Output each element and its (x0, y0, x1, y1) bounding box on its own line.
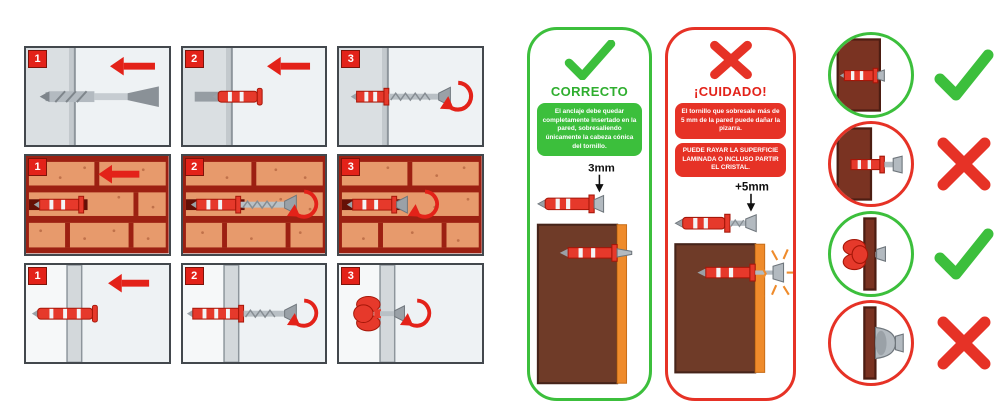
example-circle (828, 32, 914, 118)
example-circle (828, 121, 914, 208)
anchor-mushroomed-illustration (863, 306, 904, 380)
installation-steps-grid: 1 2 (24, 46, 484, 364)
x-icon (934, 137, 994, 191)
step-number-badge: 1 (28, 266, 47, 285)
anchor-flush-illustration (836, 38, 885, 112)
anchor-protruding-illustration (836, 127, 903, 201)
warning-measure-label: +5mm (735, 181, 769, 193)
warning-title: ¡CUIDADO! (694, 84, 767, 99)
step-panel-brick-3: 3 (337, 154, 484, 256)
warning-body-text: El tornillo que sobresale más de 5 mm de… (675, 103, 786, 139)
result-examples (828, 32, 994, 386)
step-panel-solid-3: 3 (337, 46, 484, 148)
check-icon (564, 38, 616, 82)
example-circle (828, 299, 914, 386)
board-anchor-inserted-illustration (26, 264, 169, 362)
check-icon (934, 48, 994, 102)
step-number-badge: 1 (28, 50, 47, 68)
step-panel-brick-1: 1 (24, 154, 171, 256)
step-panel-solid-1: 1 (24, 46, 171, 148)
x-icon (934, 316, 994, 370)
step-number-badge: 2 (184, 50, 204, 68)
insert-anchor-illustration (182, 48, 326, 146)
warning-caps-text: PUEDE RAYAR LA SUPERFICIE LAMINADA O INC… (675, 142, 786, 177)
example-anchor-flush (828, 32, 994, 118)
warning-card: ¡CUIDADO! El tornillo que sobresale más … (665, 27, 796, 401)
correct-body-text: El anclaje debe quedar completamente ins… (537, 103, 642, 157)
step-panel-brick-2: 2 (180, 154, 328, 256)
board-anchor-knotted-illustration (339, 264, 482, 362)
step-number-badge: 2 (184, 158, 204, 177)
example-anchor-knotted (828, 210, 994, 297)
anchor-knotted-illustration (842, 216, 886, 291)
step-number-badge: 2 (184, 266, 204, 285)
brick-screw-flush-illustration (339, 156, 482, 254)
step-number-badge: 3 (341, 266, 361, 285)
brick-screw-entering-illustration (182, 156, 326, 254)
step-panel-hollow-1: 1 (24, 262, 171, 364)
step-number-badge: 1 (28, 158, 47, 177)
example-circle (828, 210, 914, 297)
warning-diagram: +5mm (668, 177, 793, 398)
correct-card: CORRECTO El anclaje debe quedar completa… (527, 27, 652, 401)
brick-anchor-inserted-illustration (26, 156, 169, 254)
step-panel-solid-2: 2 (180, 46, 328, 148)
check-icon (934, 227, 994, 281)
board-screw-entering-illustration (182, 264, 326, 362)
drive-screw-illustration (339, 48, 482, 146)
step-panel-hollow-3: 3 (337, 262, 484, 364)
x-icon (709, 38, 753, 82)
step-number-badge: 3 (341, 50, 361, 68)
step-panel-hollow-2: 2 (180, 262, 328, 364)
drill-hole-illustration (26, 48, 169, 146)
correct-diagram: 3mm (530, 158, 649, 398)
step-number-badge: 3 (341, 158, 361, 177)
correct-measure-label: 3mm (588, 163, 615, 175)
example-anchor-mushroomed (828, 299, 994, 386)
example-anchor-protruding (828, 121, 994, 208)
correct-title: CORRECTO (550, 84, 629, 99)
